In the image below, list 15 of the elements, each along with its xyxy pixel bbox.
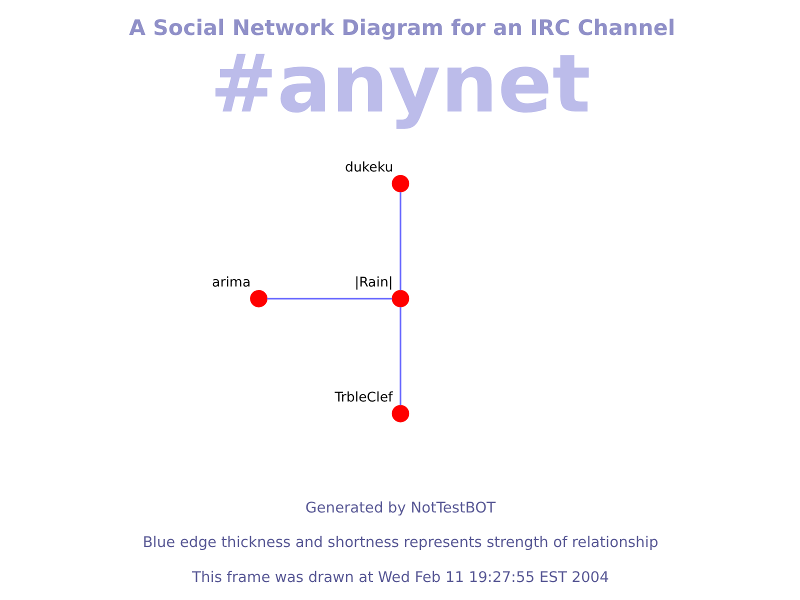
node-label: dukeku <box>344 160 393 176</box>
label: Blue edge thickness and shortness represents strength of relationship <box>142 534 658 552</box>
connector <box>399 307 401 406</box>
node-label: |Rain| <box>354 276 392 291</box>
node-circle <box>391 404 409 422</box>
node-label: arima <box>212 276 250 291</box>
node-circle <box>391 290 409 308</box>
node-label: TrbleClef <box>334 390 392 406</box>
diagram-title: A Social Network Diagram for an IRC Channel <box>128 16 675 41</box>
connector <box>266 298 392 300</box>
label: Generated by NotTestBOT <box>304 499 496 516</box>
label: This frame was drawn at Wed Feb 11 19:27:55 EST 2004 <box>192 568 608 586</box>
connector <box>399 192 401 290</box>
node-circle <box>391 174 409 192</box>
node-circle <box>250 290 267 308</box>
